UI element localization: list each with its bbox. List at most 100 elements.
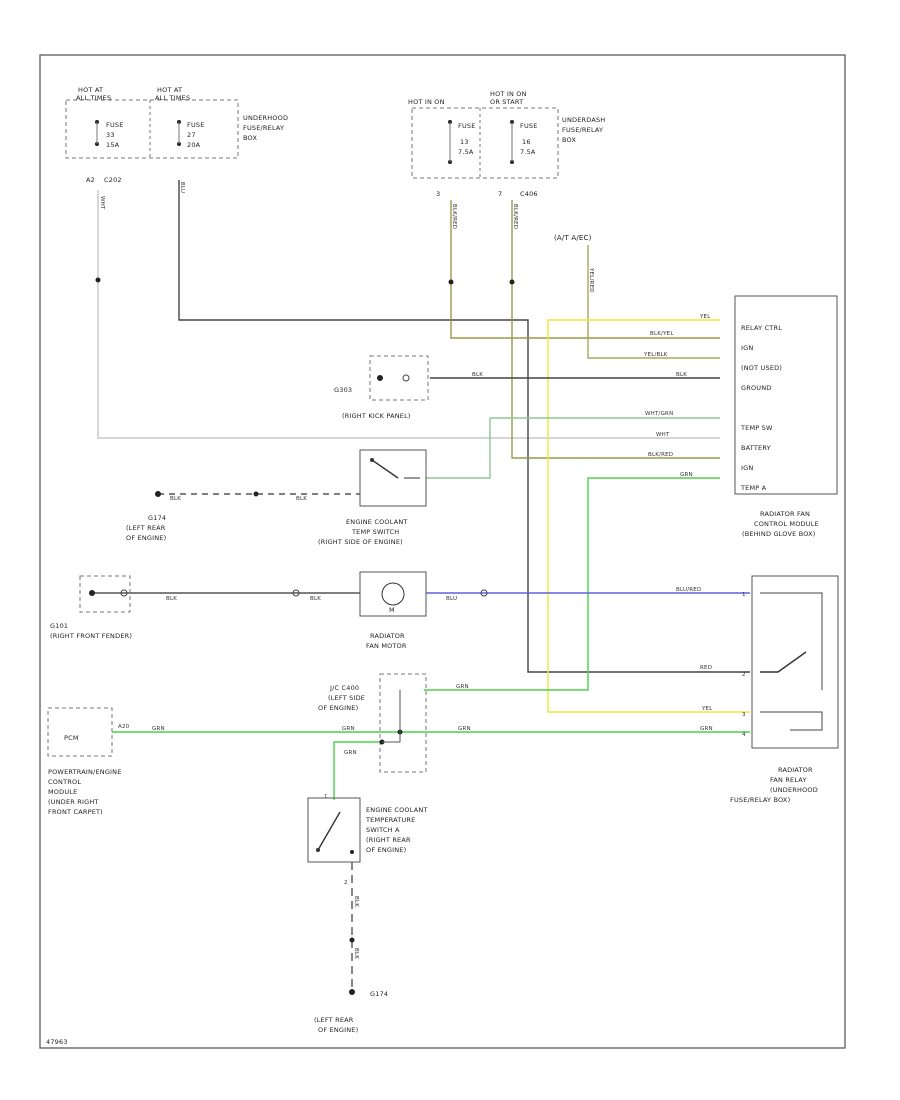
wire-label-red: RED — [700, 665, 712, 671]
g101-loc: (RIGHT FRONT FENDER) — [50, 632, 132, 640]
relay-pin-4: 4 — [742, 732, 746, 738]
wire-wht-battery — [97, 190, 720, 439]
wire-label-blkyel: BLK/YEL — [650, 331, 674, 337]
relay-label-3: (UNDERHOOD — [770, 786, 818, 794]
wire-label-blkred-2: BLK/RED — [512, 204, 518, 229]
ground-g174-upper: G174 (LEFT REAR OF ENGINE) — [126, 514, 166, 542]
wire-label-blk-g101: BLK — [166, 596, 177, 602]
pcm-label-1: POWERTRAIN/ENGINE — [48, 768, 122, 776]
wire-label-whtgrn: WHT/GRN — [645, 411, 673, 417]
pcm-label-2: CONTROL — [48, 778, 81, 786]
g174-loc-2: OF ENGINE) — [126, 534, 166, 542]
fuse-27-amp: 20A — [187, 141, 201, 149]
wire-label-grn-relay2: GRN — [700, 726, 713, 732]
wire-label-wht-mod: WHT — [656, 432, 670, 438]
wire-label-yel: YEL — [699, 314, 711, 320]
fuse-13-num: 13 — [460, 138, 469, 146]
underdash-name-2: FUSE/RELAY — [562, 126, 603, 134]
radiator-fan-motor: M RADIATOR FAN MOTOR — [359, 571, 488, 650]
relay-label-2: FAN RELAY — [770, 776, 807, 784]
connector-c406: C406 — [520, 190, 538, 198]
module-name-2: CONTROL MODULE — [754, 520, 819, 528]
ect-a-label-5: OF ENGINE) — [366, 846, 406, 854]
wire-label-yelblk: YEL/BLK — [643, 352, 668, 358]
wire-label-blu: BLU — [179, 182, 185, 193]
module-pin-relay-ctrl: RELAY CTRL — [741, 324, 782, 332]
junction-connector-c400: J/C C400 (LEFT SIDE OF ENGINE) — [318, 673, 427, 773]
wire-label-blk-fan: BLK — [310, 596, 321, 602]
radiator-fan-control-module: RELAY CTRL IGN (NOT USED) GROUND TEMP SW… — [734, 295, 838, 538]
module-pin-temp-sw: TEMP SW — [740, 424, 773, 432]
wire-label-grn-jc: GRN — [456, 684, 469, 690]
fuse-13-label: FUSE — [458, 122, 476, 130]
g174-loc-1: (LEFT REAR — [126, 524, 166, 532]
wire-label-blk-ect2: BLK — [353, 948, 359, 959]
module-pin-ground: GROUND — [741, 384, 772, 392]
wire-label-grn-mod: GRN — [680, 472, 693, 478]
hot-in-on-start-2: OR START — [490, 98, 523, 106]
wire-label-blk-g174b: BLK — [296, 496, 307, 502]
wire-label-yelred: YEL/RED — [588, 267, 594, 293]
pin-a2: A2 — [86, 176, 95, 184]
module-pin-battery: BATTERY — [741, 444, 771, 452]
jc-label-3: OF ENGINE) — [318, 704, 358, 712]
wire-yel-relayctrl — [547, 319, 750, 713]
relay-label-1: RADIATOR — [778, 766, 813, 774]
pcm-label-5: FRONT CARPET) — [48, 808, 103, 816]
wire-whtgrn — [426, 417, 720, 479]
hot-label-1b: ALL TIMES — [76, 94, 111, 102]
wire-label-blk-ect1: BLK — [353, 896, 359, 907]
connector-c202: C202 — [104, 176, 122, 184]
pcm-id: PCM — [64, 734, 79, 742]
underdash-fuse-block: HOT IN ON HOT IN ON OR START FUSE 13 7.5… — [408, 90, 605, 198]
wire-label-wht-left: WHT — [99, 196, 105, 210]
wire-grn-tempa — [424, 477, 720, 691]
wire-label-blkred-1: BLK/RED — [451, 204, 457, 229]
engine-coolant-temp-switch: ENGINE COOLANT TEMP SWITCH (RIGHT SIDE O… — [318, 449, 427, 546]
wire-blkred-ign1 — [450, 200, 720, 339]
relay-pin-2: 2 — [742, 672, 746, 678]
fuse-16-amp: 7.5A — [520, 148, 536, 156]
diagram-frame — [39, 54, 846, 1049]
underdash-name-3: BOX — [562, 136, 576, 144]
wire-blkred-ign2 — [511, 200, 720, 459]
hot-label-2a: HOT AT — [157, 86, 182, 94]
ect-switch-label-2: TEMP SWITCH — [351, 528, 399, 536]
g174-id: G174 — [148, 514, 166, 522]
wire-blu-relay — [178, 180, 750, 673]
ect-a-label-3: SWITCH A — [366, 826, 400, 834]
ect-switch-label-1: ENGINE COOLANT — [346, 518, 408, 526]
ground-g303: G303 (RIGHT KICK PANEL) — [334, 355, 429, 420]
relay-label-4: FUSE/RELAY BOX) — [730, 796, 790, 804]
jc-label-1: J/C C400 — [329, 684, 359, 692]
wire-grn-ect — [333, 741, 382, 800]
module-name-1: RADIATOR FAN — [760, 510, 810, 518]
wire-label-grn-pcm: GRN — [152, 726, 165, 732]
g174b-loc-2: OF ENGINE) — [318, 1026, 358, 1034]
g101-id: G101 — [50, 622, 68, 630]
wire-label-grn-ect: GRN — [344, 750, 357, 756]
fuse-13-amp: 7.5A — [458, 148, 474, 156]
module-pin-temp-a: TEMP A — [740, 484, 767, 492]
wire-label-blk-module: BLK — [676, 372, 687, 378]
wire-label-blu-fan: BLU — [446, 596, 457, 602]
pcm-label-3: MODULE — [48, 788, 77, 796]
hot-atec-label: (A/T A/EC) — [554, 234, 592, 242]
wire-yelblk — [587, 245, 720, 359]
relay-pin-1: 1 — [742, 592, 746, 598]
ground-g101: G101 (RIGHT FRONT FENDER) — [50, 575, 300, 640]
ect-a-label-1: ENGINE COOLANT — [366, 806, 428, 814]
wire-label-grn-jc2: GRN — [342, 726, 355, 732]
wire-label-blkred-mod: BLK/RED — [648, 452, 673, 458]
fan-motor-m: M — [389, 606, 395, 614]
hot-in-on: HOT IN ON — [408, 98, 445, 106]
footer-code: 47963 — [46, 1038, 68, 1046]
fuse-33-amp: 15A — [106, 141, 120, 149]
g303-location: (RIGHT KICK PANEL) — [342, 412, 411, 420]
module-name-3: (BEHIND GLOVE BOX) — [742, 530, 816, 538]
pin-3: 3 — [436, 190, 440, 198]
engine-coolant-temp-switch-a: 1 2 ENGINE COOLANT TEMPERATURE SWITCH A … — [307, 794, 428, 886]
fuse-33-num: 33 — [106, 131, 115, 139]
underhood-name-3: BOX — [243, 134, 257, 142]
